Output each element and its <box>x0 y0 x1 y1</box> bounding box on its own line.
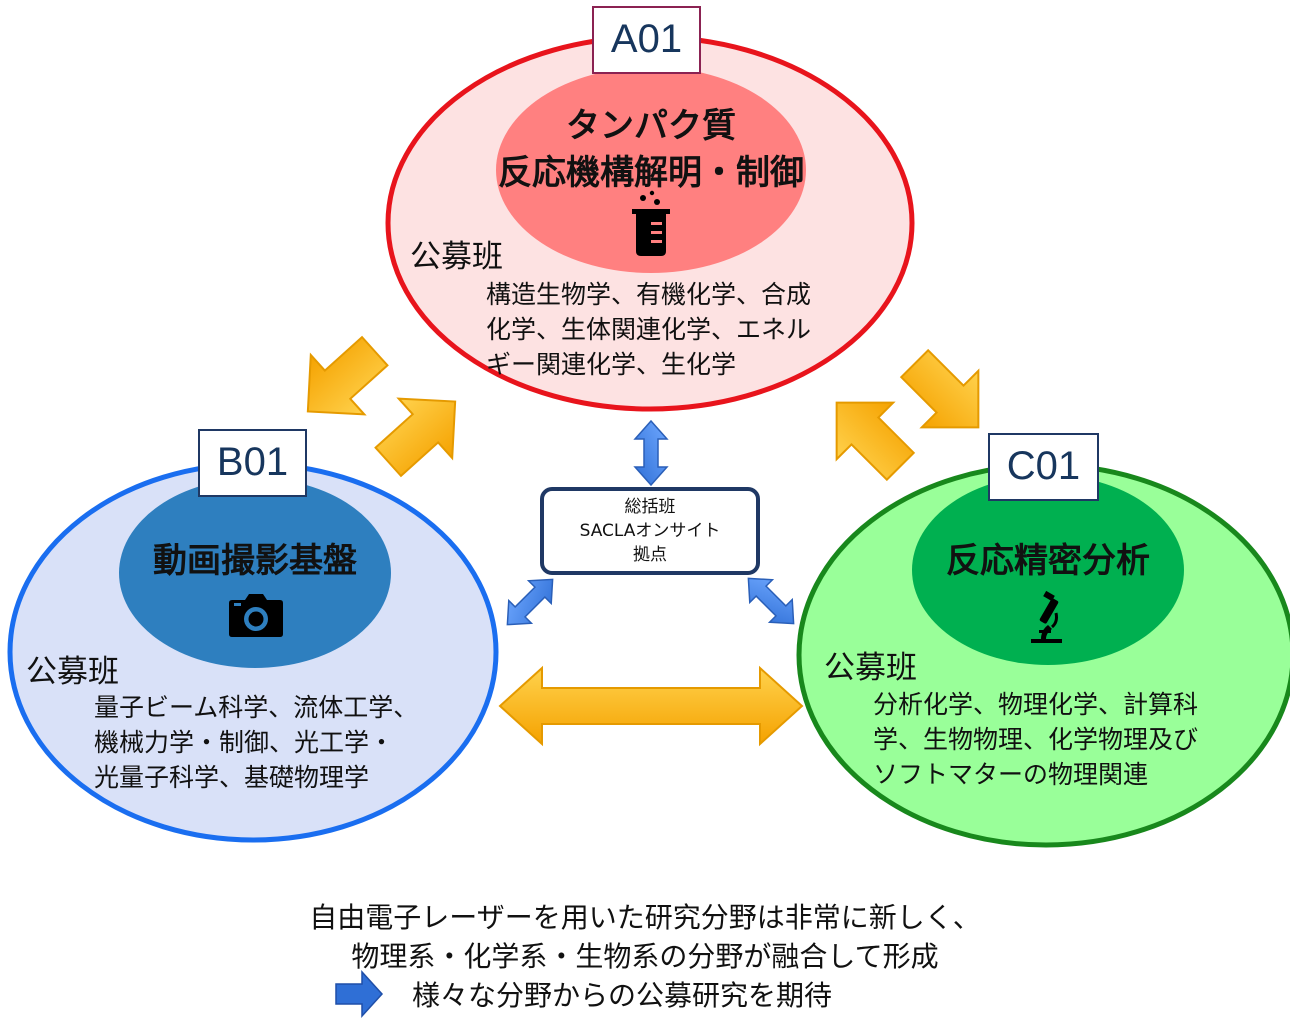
arrow-hub-c <box>747 577 795 625</box>
beaker-icon <box>632 190 670 256</box>
footer-line3: 様々な分野からの公募研究を期待 <box>412 979 833 1012</box>
group-b-title: 動画撮影基盤 <box>153 541 357 581</box>
microscope-icon <box>1031 590 1062 643</box>
arrow-b-c-double <box>498 665 804 747</box>
group-b-id: B01 <box>216 440 289 484</box>
group-b-koubo-label: 公募班 <box>26 654 119 690</box>
footer-line2: 物理系・化学系・生物系の分野が融合して形成 <box>351 940 939 973</box>
group-c-core <box>912 475 1184 665</box>
arrow-hub-b <box>506 578 554 626</box>
hub-box: 総括班 SACLAオンサイト 拠点 <box>540 487 760 575</box>
camera-icon <box>229 594 283 637</box>
footer-arrow-icon <box>335 970 384 1018</box>
arrow-hub-a <box>633 419 669 487</box>
hub-line1: 総括班 <box>624 497 676 517</box>
group-b-fields: 量子ビーム科学、流体工学、 機械力学・制御、光工学・ 光量子科学、基礎物理学 <box>94 693 419 792</box>
group-a-id-box: A01 <box>592 6 701 74</box>
group-c-koubo-label: 公募班 <box>824 650 917 686</box>
group-a-title-line2: 反応機構解明・制御 <box>498 153 804 193</box>
group-b-id-box: B01 <box>198 429 307 497</box>
group-a-fields: 構造生物学、有機化学、合成 化学、生体関連化学、エネル ギー関連化学、生化学 <box>486 280 812 379</box>
group-a-id: A01 <box>610 17 683 61</box>
arrow-a-to-b <box>306 335 389 416</box>
group-c-fields: 分析化学、物理化学、計算科 学、生物物理、化学物理及び ソフトマターの物理関連 <box>873 690 1199 789</box>
group-b-core <box>119 478 391 668</box>
arrow-c-to-a <box>835 401 916 482</box>
group-c-id-box: C01 <box>988 433 1099 501</box>
group-c-title: 反応精密分析 <box>946 541 1150 581</box>
hub-line2: SACLAオンサイト <box>579 521 721 541</box>
arrow-b-to-a <box>374 397 457 478</box>
group-c-id: C01 <box>1006 444 1081 488</box>
group-a-koubo-label: 公募班 <box>410 239 503 275</box>
group-a-core <box>496 67 806 273</box>
group-a-title-line1: タンパク質 <box>566 106 736 146</box>
hub-line3: 拠点 <box>633 545 667 565</box>
arrow-a-to-c <box>899 348 980 429</box>
footer-line1: 自由電子レーザーを用いた研究分野は非常に新しく、 <box>309 901 981 934</box>
